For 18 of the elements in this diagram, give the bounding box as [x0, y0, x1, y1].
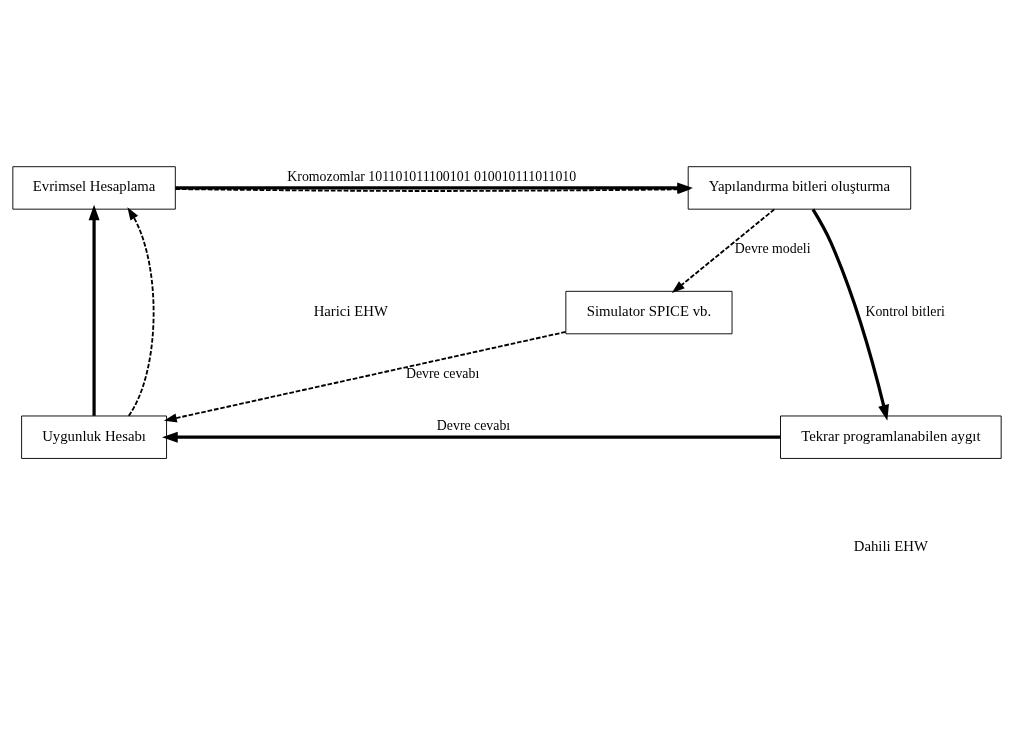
arrow	[88, 204, 100, 416]
arrow	[671, 208, 776, 293]
label: Dahili EHW	[853, 537, 928, 554]
edge-label: Devre modeli	[734, 241, 811, 257]
arrow	[127, 207, 155, 417]
node-box: Yapılandırma bitleri oluşturma	[687, 166, 912, 210]
arrow	[163, 331, 567, 423]
node-box: Uygunluk Hesabı	[21, 415, 167, 459]
label: Harici EHW	[313, 303, 388, 320]
edge-label: Kromozomlar 101101011100101 010010111011010	[287, 168, 577, 184]
edge-label: Devre cevabı	[436, 417, 511, 433]
arrow	[811, 208, 889, 421]
node-box: Evrimsel Hesaplama	[12, 166, 176, 210]
node-box: Tekrar programlanabilen aygıt	[780, 415, 1002, 459]
edge-label: Kontrol bitleri	[865, 303, 945, 319]
edge-label: Devre cevabı	[405, 366, 480, 382]
node-box: Simulator SPICE vb.	[565, 290, 733, 335]
arrow	[162, 431, 781, 443]
